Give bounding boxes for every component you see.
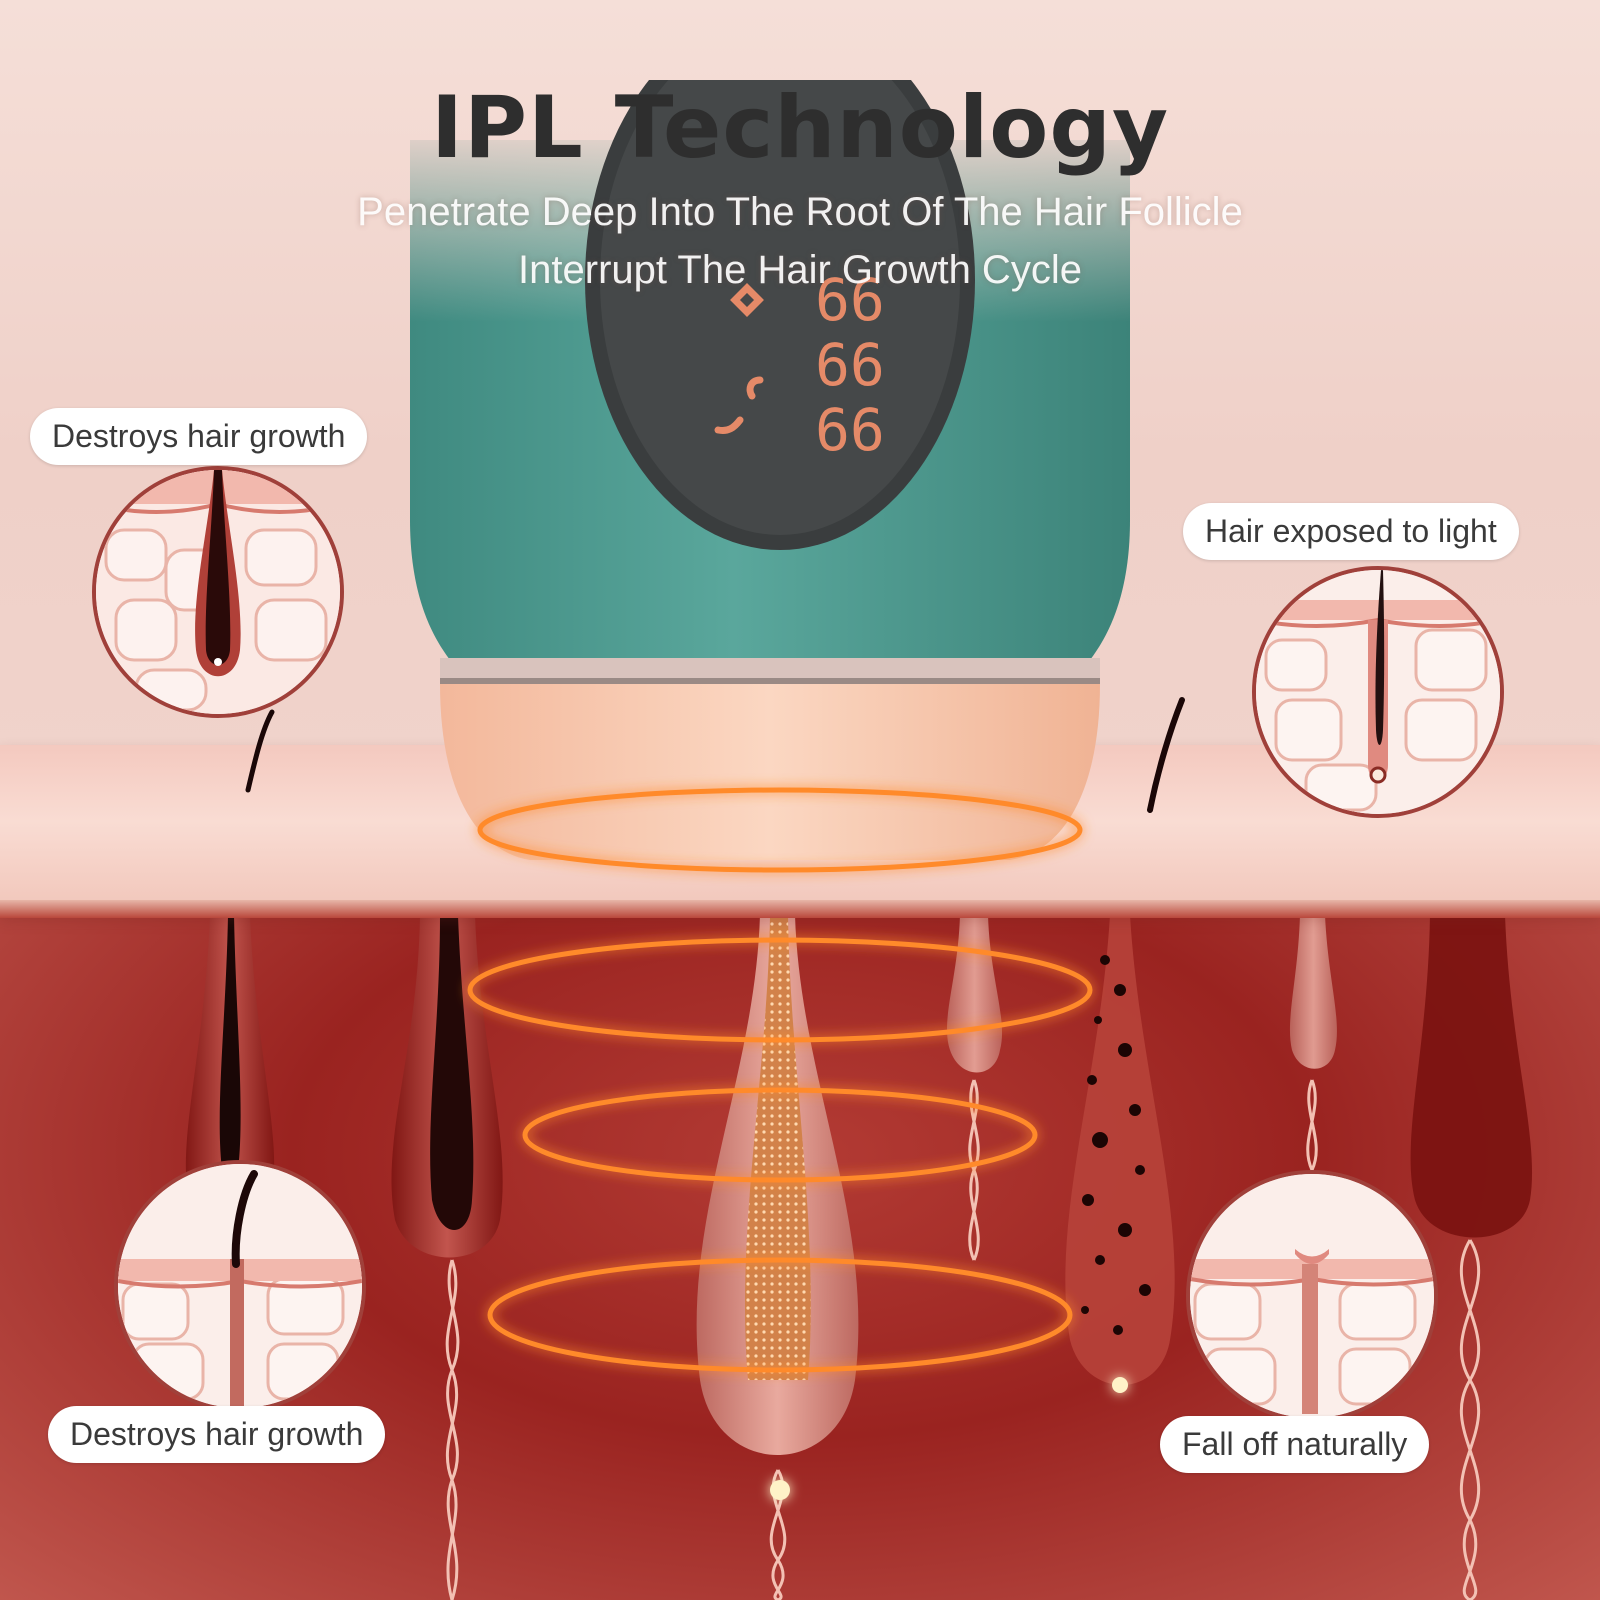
root-flash (770, 1480, 790, 1500)
callout-label-4: Fall off naturally (1160, 1416, 1430, 1473)
follicle-3-center (696, 915, 859, 1600)
callout-label-2: Hair exposed to light (1183, 503, 1519, 560)
follicle-7 (1410, 915, 1533, 1600)
inset-follicle-active (92, 466, 344, 718)
subtitle-line-1: Penetrate Deep Into The Root Of The Hair… (357, 190, 1243, 234)
root-flash-2 (1112, 1377, 1128, 1393)
ring-3 (522, 1087, 1038, 1183)
ring-1 (477, 787, 1083, 873)
follicle-6 (1289, 915, 1337, 1171)
display-row-2: 66 (815, 331, 885, 399)
subtitle-line-2: Interrupt The Hair Growth Cycle (518, 248, 1082, 292)
inset-follicle-destroyed (114, 1160, 366, 1412)
skin-edge (0, 900, 1600, 918)
callout-label-3: Destroys hair growth (48, 1406, 386, 1463)
follicle-1 (185, 915, 275, 1230)
display-digit-rows: 66 66 66 (815, 266, 885, 464)
ipl-device (410, 80, 1130, 860)
callout-label-1: Destroys hair growth (30, 408, 368, 465)
page-title: IPL Technology (430, 78, 1170, 178)
inset-hair-fallen (1186, 1170, 1438, 1422)
display-row-1: 66 (815, 266, 885, 334)
follicle-5-dotted (1065, 915, 1175, 1385)
ring-2 (467, 937, 1093, 1043)
ring-4 (487, 1257, 1073, 1373)
inset-hair-exposed (1252, 566, 1504, 818)
display-row-3: 66 (815, 396, 885, 464)
